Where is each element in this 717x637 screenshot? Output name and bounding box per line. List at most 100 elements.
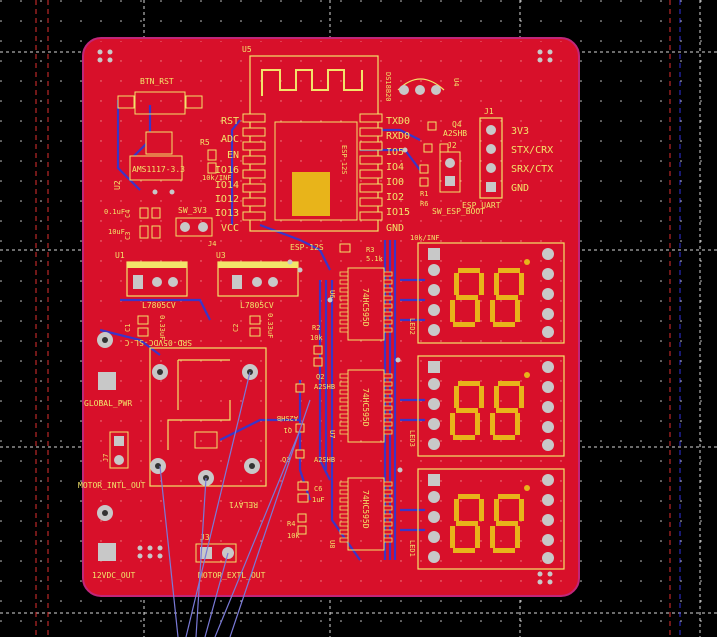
esp-pin-io13: IO13 [215, 208, 239, 219]
esp-pin-io0: IO0 [386, 177, 404, 188]
l7805-regulator-u1[interactable]: U1 L7805CV [115, 251, 188, 310]
esp-pin-en: EN [227, 150, 239, 161]
l7805-1-label: L7805CV [142, 301, 176, 310]
c3-value: 10uF [108, 228, 125, 236]
c2-value: 0.33uF [266, 313, 274, 338]
esp-pads-right [359, 113, 383, 221]
seven-segment-led3[interactable]: LED3 [408, 355, 565, 457]
q1-label: Q1 [284, 426, 292, 434]
seven-segment-led1[interactable]: LED1 [408, 468, 565, 570]
uart-pin-srx: SRX/CTX [511, 164, 553, 175]
q4-transistor[interactable]: Q4 A2SHB [423, 120, 467, 153]
esp-pin-io2: IO2 [386, 192, 404, 203]
global-pwr-label: GLOBAL_PWR [84, 399, 132, 408]
esp-pin-rxd0: RXD0 [386, 131, 410, 142]
esp-pin-gnd: GND [386, 223, 404, 234]
q3-label: Q3 [282, 456, 290, 464]
c4-label: C4 [124, 210, 132, 218]
esp-pin-labels-left: RST ADC EN IO16 IO14 IO12 IO13 VCC [215, 116, 239, 234]
led2-digits [450, 259, 530, 327]
esp12s-module[interactable]: U5 ESP-12S ESP-12S RST ADC EN IO16 IO14 … [215, 45, 410, 252]
r4-label: R4 [287, 520, 295, 528]
relay1-label: RELAY1 [229, 500, 258, 509]
global-power-connector[interactable]: GLOBAL_PWR [84, 332, 132, 408]
esp-pin-io12: IO12 [215, 194, 239, 205]
c1-value: 0.33uF [158, 315, 166, 340]
q3-value: A2SHB [314, 456, 335, 464]
r6-label: R6 [420, 200, 428, 208]
q1-value: A2SHB [277, 414, 298, 422]
ds18b20-sensor[interactable]: DS18B20 U4 [384, 72, 460, 102]
relay-part-label: SRD-05VDC-SL-C [124, 338, 192, 347]
esp-thermal-pad [292, 172, 330, 216]
r4-resistor[interactable]: R4 10k [287, 513, 307, 540]
j2-boot-jumper[interactable]: J2 SW_ESP_BOOT [432, 141, 485, 216]
r1-r6-resistors[interactable]: R1 R6 10k/INF [410, 164, 440, 242]
hc595-1-label: 74HC595D [361, 288, 370, 327]
r4-value: 10k [287, 532, 300, 540]
shift-register-u8[interactable]: 74HC595D U8 [328, 477, 393, 551]
relay-footprint[interactable]: SRD-05VDC-SL-C RELAY1 [124, 338, 267, 509]
shift-register-u7[interactable]: 74HC595D U7 [328, 369, 393, 443]
j3-motor-extl-connector[interactable]: J3 MOTOR_EXTL_OUT [195, 533, 266, 580]
q2-transistor[interactable]: Q2 A2SHB [295, 373, 335, 393]
dc12-out-label: 12VDC_OUT [92, 571, 136, 580]
esp-footprint-label: ESP-12S [290, 243, 324, 252]
vias [97, 49, 553, 585]
led2-label: LED2 [408, 318, 416, 335]
hc595-2-label: 74HC595D [361, 388, 370, 427]
u3-label: U3 [216, 251, 226, 260]
q4-label: Q4 [452, 120, 462, 129]
sw-esp-boot-label: SW_ESP_BOOT [432, 207, 485, 216]
led1-label: LED1 [408, 540, 416, 557]
u4-label: U4 [452, 78, 460, 86]
r6-value: 10k/INF [410, 234, 440, 242]
c2-capacitor[interactable]: C2 0.33uF [232, 313, 274, 338]
dc12-output-connector[interactable]: 12VDC_OUT [92, 505, 136, 580]
antenna-trace [261, 69, 363, 96]
r5-resistor[interactable]: R5 10k/INF [200, 138, 232, 182]
c3-capacitor[interactable]: 10uF C3 [108, 225, 161, 240]
shift-register-u6[interactable]: 74HC595D U6 [328, 267, 393, 341]
esp-pin-io15: IO15 [386, 207, 410, 218]
led1-digits [450, 485, 530, 553]
c6-value: 1uF [312, 496, 325, 504]
esp-module-label: ESP-12S [340, 145, 348, 175]
u1-label: U1 [115, 251, 125, 260]
j7-motor-intl-connector[interactable]: J7 MOTOR_INTL_OUT [78, 431, 146, 490]
sw-3v3-label: SW_3V3 [178, 206, 207, 215]
uart-pin-3v3: 3V3 [511, 126, 529, 137]
ams1117-label: AMS1117-3.3 [132, 165, 185, 174]
j1-uart-header[interactable]: J1 3V3 STX/CRX SRX/CTX GND ESP_UART [462, 107, 553, 210]
u7-label: U7 [328, 430, 336, 438]
motor-extl-out-label: MOTOR_EXTL_OUT [198, 571, 266, 580]
sw-3v3-jumper[interactable]: SW_3V3 J4 [175, 206, 216, 248]
esp-uart-label: ESP_UART [462, 201, 501, 210]
r5-label: R5 [200, 138, 210, 147]
c1-label: C1 [124, 324, 132, 332]
q3-transistor[interactable]: Q3 A2SHB [282, 449, 335, 464]
c4-capacitor[interactable]: 0.1uF C4 [104, 207, 161, 219]
seven-segment-led2[interactable]: LED2 [408, 242, 565, 344]
u8-label: U8 [328, 540, 336, 548]
l7805-2-label: L7805CV [240, 301, 274, 310]
esp-pads-left [242, 113, 266, 221]
u6-label: U6 [328, 290, 336, 298]
ams1117-regulator[interactable]: AMS1117-3.3 U2 [113, 131, 185, 190]
uart-pin-gnd: GND [511, 183, 529, 194]
r2-resistor[interactable]: R2 10k [310, 324, 323, 367]
q2-label: Q2 [316, 373, 324, 381]
c1-capacitor[interactable]: C1 0.33uF [124, 315, 166, 340]
j2-label: J2 [447, 141, 457, 150]
hc595-3-label: 74HC595D [361, 490, 370, 529]
reset-button-footprint[interactable]: BTN_RST [117, 77, 203, 115]
r3-resistor[interactable]: R3 5.1k [339, 243, 384, 263]
q4-value: A2SHB [443, 129, 467, 138]
led3-label: LED3 [408, 430, 416, 447]
l7805-regulator-u3[interactable]: U3 L7805CV [216, 251, 299, 310]
board-outline-guides [35, 0, 681, 637]
esp-pin-rst: RST [221, 116, 239, 127]
c6-capacitor[interactable]: C6 1uF [297, 481, 325, 504]
c4-value: 0.1uF [104, 208, 125, 216]
